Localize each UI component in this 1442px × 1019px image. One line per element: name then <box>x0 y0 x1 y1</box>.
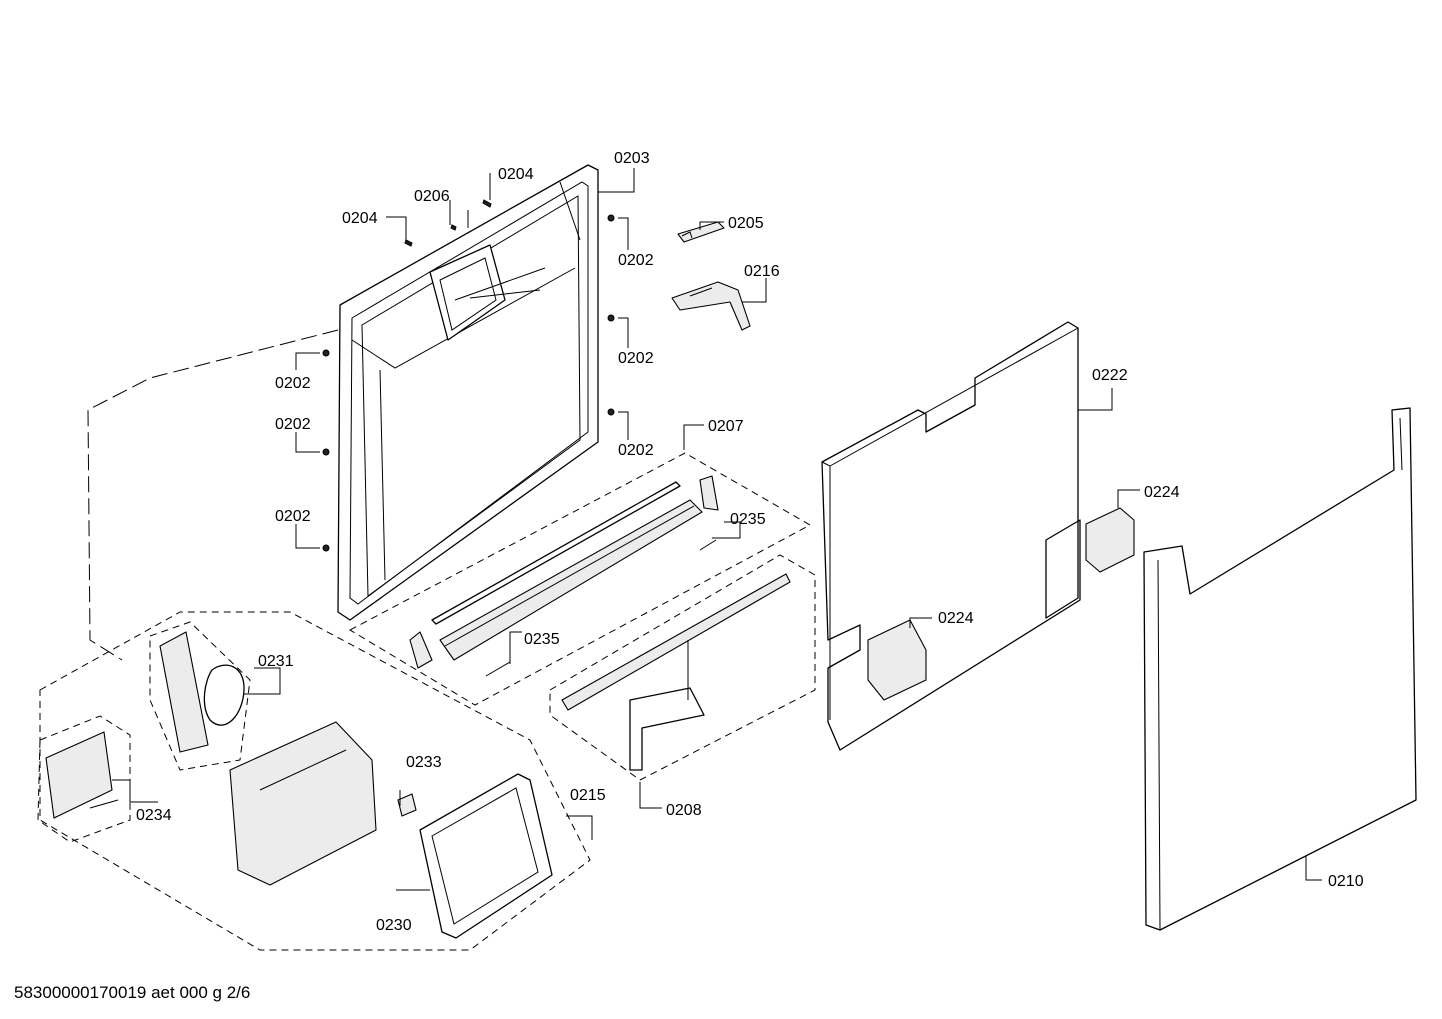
label-0235-upper: 0235 <box>730 511 766 528</box>
label-0202-l2: 0202 <box>275 416 311 433</box>
part-controller-housing <box>229 721 377 886</box>
label-0206: 0206 <box>414 188 450 205</box>
label-0210: 0210 <box>1328 873 1364 890</box>
label-0224-upper: 0224 <box>1144 484 1180 501</box>
label-0204-top: 0204 <box>498 166 534 183</box>
part-0231-handle <box>159 631 245 753</box>
part-0233-clip <box>397 793 417 817</box>
outer-door-panel-0210 <box>1143 407 1417 931</box>
label-0234: 0234 <box>136 807 172 824</box>
part-0205-clip <box>677 221 725 243</box>
screw-0202-l3 <box>322 544 330 552</box>
label-0203: 0203 <box>614 150 650 167</box>
label-0216: 0216 <box>744 263 780 280</box>
inner-door-frame-part <box>337 164 599 621</box>
bar-assembly-0208 <box>549 554 816 781</box>
screw-0202-r1 <box>607 214 615 222</box>
footer-document-code: 58300000170019 aet 000 g 2/6 <box>14 983 250 1002</box>
screw-0202-l2 <box>322 448 330 456</box>
label-0215: 0215 <box>570 787 606 804</box>
label-0202-l1: 0202 <box>275 375 311 392</box>
part-0224-block-upper <box>1085 507 1135 573</box>
label-0208: 0208 <box>666 802 702 819</box>
label-0202-r3: 0202 <box>618 442 654 459</box>
screw-0206 <box>450 224 457 231</box>
label-0233: 0233 <box>406 754 442 771</box>
label-0235-lower: 0235 <box>524 631 560 648</box>
label-0222: 0222 <box>1092 367 1128 384</box>
part-0234-module <box>45 731 119 819</box>
rail-assembly-0207 <box>348 452 812 706</box>
screw-0204-left <box>404 239 413 247</box>
screw-0204-top <box>482 199 492 208</box>
label-0202-r2: 0202 <box>618 350 654 367</box>
leader-lines <box>112 168 1322 891</box>
label-0224-lower: 0224 <box>938 610 974 627</box>
screw-0202-r3 <box>607 408 615 416</box>
insulation-panel-0222 <box>821 321 1081 751</box>
label-0202-l3: 0202 <box>275 508 311 525</box>
label-0202-r1: 0202 <box>618 252 654 269</box>
part-0230-frame <box>419 773 553 939</box>
part-0216-lever <box>671 281 751 331</box>
screw-0202-l1 <box>322 349 330 357</box>
label-0204-left: 0204 <box>342 210 378 227</box>
assembly-outline <box>87 329 339 661</box>
control-group-0215 <box>37 611 591 951</box>
label-0207: 0207 <box>708 418 744 435</box>
label-0231: 0231 <box>258 653 294 670</box>
screw-0202-r2 <box>607 314 615 322</box>
label-0230: 0230 <box>376 917 412 934</box>
label-0205: 0205 <box>728 215 764 232</box>
